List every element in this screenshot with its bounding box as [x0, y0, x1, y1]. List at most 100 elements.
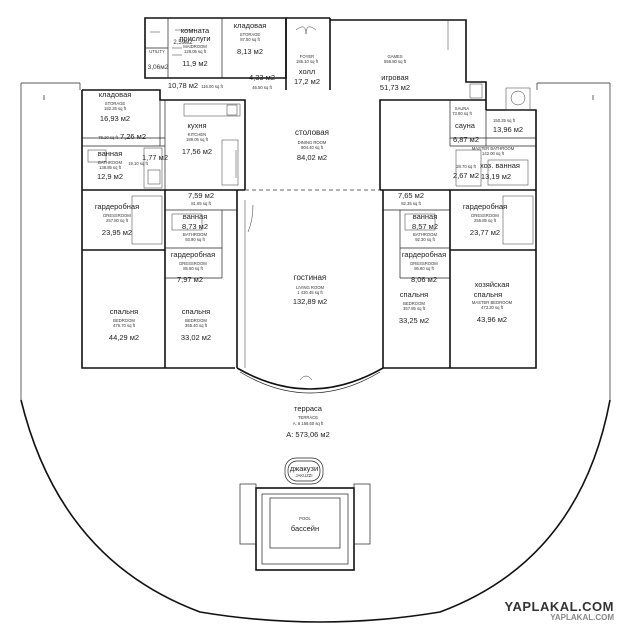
room-area-sqft: 92.30 sq ft: [415, 237, 435, 242]
room-area-sqft: 255.85 sq ft: [474, 218, 497, 223]
room-name-en: STORAGE: [240, 32, 261, 37]
room-name-en: DRESSROOM: [410, 261, 438, 266]
room-label-sauna: SAUNA 73.80 sq ft сауна 6,87 м2: [452, 106, 479, 144]
room-name: игровая: [381, 73, 408, 82]
watermark-sub: YAPLAKAL.COM: [550, 613, 614, 622]
room-area-sqft: 182.25 sq ft: [104, 106, 127, 111]
room-label-dining: столовая DINING ROOM 904.40 sq ft 84,02 …: [295, 128, 329, 162]
area-label: 4,33 м2: [249, 73, 275, 82]
area-sqft-label: 28.70 sq ft: [456, 164, 476, 169]
room-area: 13,19 м2: [481, 172, 511, 181]
room-area: 8,73 м2: [182, 222, 208, 231]
room-label-dress-mid-left: гардеробная DRESSROOM 85.80 sq ft 7,97 м…: [171, 250, 215, 284]
room-name-en: BATHROOM: [413, 232, 437, 237]
room-name: хоз. ванная: [480, 161, 520, 170]
room-name: кухня: [187, 121, 206, 130]
room-name-en: BEDROOM: [113, 318, 135, 323]
room-name: бассейн: [291, 524, 319, 533]
room-area: 84,02 м2: [297, 153, 327, 162]
room-area-sqft: 87.50 sq ft: [240, 37, 260, 42]
room-name-en: DRESSROOM: [179, 261, 207, 266]
room-label-bed-left: спальня BEDROOM 476.70 sq ft 44,29 м2: [109, 307, 139, 342]
area-label: 2,59м2: [173, 40, 193, 46]
room-area-sqft: 85.80 sq ft: [183, 266, 203, 271]
room-label-bath-mid-left: ванная 8,73 м2 BATHROOM 93.90 sq ft: [182, 212, 208, 242]
room-area: A: 573,06 м2: [286, 430, 330, 439]
room-label-jacuzzi: джакузи JAKUZZI: [290, 464, 318, 478]
room-name: комната: [181, 26, 210, 35]
area-sqft-label: 116.00 sq ft: [201, 84, 223, 89]
small-area-labels: UTILITY 2,59м2 3,06м2 10,78 м2 116.00 sq…: [98, 40, 523, 206]
room-name-en: MAIDROOM: [183, 44, 207, 49]
room-area: 132,89 м2: [293, 297, 327, 306]
room-name-en: BATHROOM: [183, 232, 207, 237]
area-label: 10,78 м2: [168, 81, 198, 90]
terrace-outline: [20, 82, 611, 623]
room-area: 44,29 м2: [109, 333, 139, 342]
room-area-sqft: 189.05 sq ft: [186, 137, 209, 142]
room-name: джакузи: [290, 464, 318, 473]
room-name: холл: [299, 67, 315, 76]
room-name: гардеробная: [171, 250, 215, 259]
watermark: YAPLAKAL.COM: [504, 599, 614, 614]
room-area-sqft: 128.05 sq ft: [184, 49, 207, 54]
area-sqft-label: 82.35 sq ft: [401, 201, 421, 206]
room-name-en: LIVING ROOM: [296, 285, 324, 290]
room-area: 11,9 м2: [182, 59, 207, 68]
room-area: 23,77 м2: [470, 228, 500, 237]
room-area: 23,95 м2: [102, 228, 132, 237]
room-area-sqft: 357.85 sq ft: [403, 306, 426, 311]
room-label-living: гостиная LIVING ROOM 1 430.45 sq ft 132,…: [293, 273, 327, 306]
room-name-en: DRESSROOM: [103, 213, 131, 218]
room-name-en: STORAGE: [105, 101, 126, 106]
area-label: 7,59 м2: [188, 191, 214, 200]
room-name-en: BEDROOM: [185, 318, 207, 323]
room-name: столовая: [295, 128, 329, 137]
room-area-sqft: 473.20 sq ft: [481, 305, 504, 310]
room-name-en: JAKUZZI: [296, 473, 313, 478]
room-area-sqft: 73.80 sq ft: [452, 111, 472, 116]
room-label-storage-top: кладовая STORAGE 87.50 sq ft 8,13 м2: [234, 21, 267, 56]
room-name-en: BATHROOM: [98, 160, 122, 165]
room-area-sqft: 355.40 sq ft: [185, 323, 208, 328]
room-area-sqft: 138.85 sq ft: [99, 165, 122, 170]
fixtures: [87, 20, 534, 381]
room-area: 8,57 м2: [412, 222, 438, 231]
room-name-en: FOYER: [300, 54, 314, 59]
room-name: прислуги: [179, 34, 210, 43]
room-area: 33,25 м2: [399, 316, 429, 325]
room-area: 6,87 м2: [453, 135, 479, 144]
area-label: 7,26 м2: [120, 132, 146, 141]
room-name-en: POOL: [299, 516, 311, 521]
room-label-games: GAMES 556.80 sq ft игровая 51,73 м2: [380, 54, 410, 92]
area-sqft-label: 19.10 sq ft: [128, 161, 148, 166]
room-area: 8,13 м2: [237, 47, 263, 56]
area-sqft-label: 78.10 sq ft: [98, 135, 118, 140]
room-area: 43,96 м2: [477, 315, 507, 324]
room-area-sqft: 1 430.45 sq ft: [297, 290, 323, 295]
area-sqft-label: 81.65 sq ft: [191, 201, 211, 206]
area-sqft-label: 46.50 sq ft: [252, 85, 272, 90]
room-label-bed-mid-left: спальня BEDROOM 355.40 sq ft 33,02 м2: [181, 307, 211, 342]
room-name-en: MASTER BEDROOM: [472, 300, 513, 305]
room-name-en: MASTER BATHROOM: [472, 146, 515, 151]
room-label-kitchen: кухня KITCHEN 189.05 sq ft 17,56 м2: [182, 121, 212, 156]
pool-area: [239, 457, 371, 571]
room-area: 51,73 м2: [380, 83, 410, 92]
room-name-en: DRESSROOM: [471, 213, 499, 218]
area-label: 7,65 м2: [398, 191, 424, 200]
room-area: 16,93 м2: [100, 114, 130, 123]
room-area-sqft: 257.80 sq ft: [106, 218, 129, 223]
room-name-en: KITCHEN: [188, 132, 206, 137]
utility-label: UTILITY: [149, 49, 165, 54]
room-label-foyer: FOYER 185.10 sq ft холл 17,2 м2: [294, 54, 320, 86]
room-area: 7,97 м2: [177, 275, 203, 284]
room-name: гардеробная: [95, 202, 139, 211]
room-name: терраса: [294, 404, 323, 413]
room-area-sqft: 142.00 sq ft: [482, 151, 505, 156]
room-name: спальня: [400, 290, 428, 299]
room-area: 17,56 м2: [182, 147, 212, 156]
room-label-bed-mid-right: спальня BEDROOM 357.85 sq ft 33,25 м2: [399, 290, 429, 325]
room-name: гардеробная: [463, 202, 507, 211]
room-area-sqft: 904.40 sq ft: [301, 145, 324, 150]
